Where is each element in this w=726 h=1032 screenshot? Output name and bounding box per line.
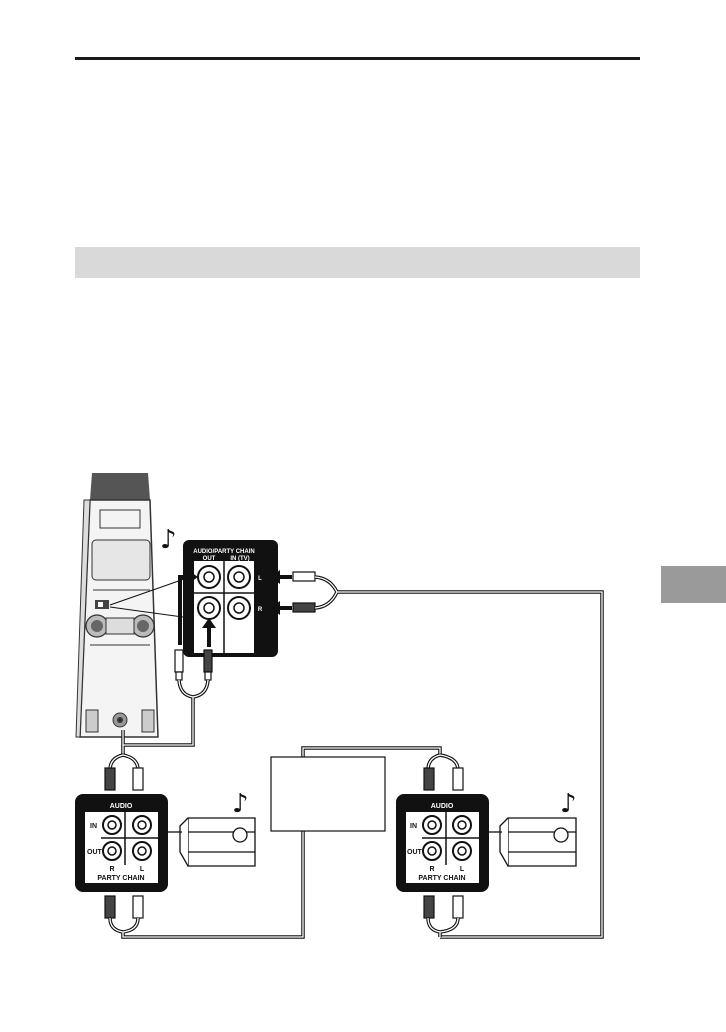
chapter-side-tab [661,566,726,603]
main-panel-header: AUDIO/PARTY CHAIN [193,549,254,555]
left-audio-device [168,817,256,867]
right-panel-out-label: OUT [407,849,423,856]
cable-plugs-main-in [292,571,316,613]
right-audio-device [489,817,577,867]
left-bottom-plugs [104,895,144,919]
right-bottom-plugs [423,895,464,919]
left-panel-r-label: R [109,866,114,873]
left-top-plugs [104,767,144,791]
main-unit-speaker [75,473,159,738]
music-note-icon: ♪ [232,789,249,819]
right-cable-bottom [426,917,460,937]
right-panel-title: AUDIO [431,803,454,810]
right-panel-in-label: IN [410,823,417,830]
left-panel-in-label: IN [90,823,97,830]
left-panel-title: AUDIO [110,803,133,810]
music-note-icon: ♪ [560,789,577,819]
music-note-icon: ♪ [160,525,177,555]
top-rule [75,57,640,60]
right-panel-r-label: R [429,866,434,873]
main-panel-l-label: L [258,576,262,582]
main-panel-out-label: OUT [203,556,216,562]
left-audio-panel [75,794,168,892]
cable-plugs-main-out [174,649,213,681]
right-panel-l-label: L [460,866,465,873]
section-heading-band [75,247,640,278]
note-box [270,756,386,832]
main-unit-jack-panel [183,540,278,657]
left-cable-bottom [108,746,442,939]
left-panel-footer: PARTY CHAIN [97,875,144,882]
main-panel-in-label: IN (TV) [230,556,249,562]
right-top-plugs [423,767,464,791]
left-panel-out-label: OUT [87,849,103,856]
right-panel-footer: PARTY CHAIN [418,875,465,882]
right-audio-panel [396,794,489,892]
left-panel-l-label: L [140,866,145,873]
main-panel-r-label: R [258,607,263,613]
connection-arrows [178,570,292,647]
